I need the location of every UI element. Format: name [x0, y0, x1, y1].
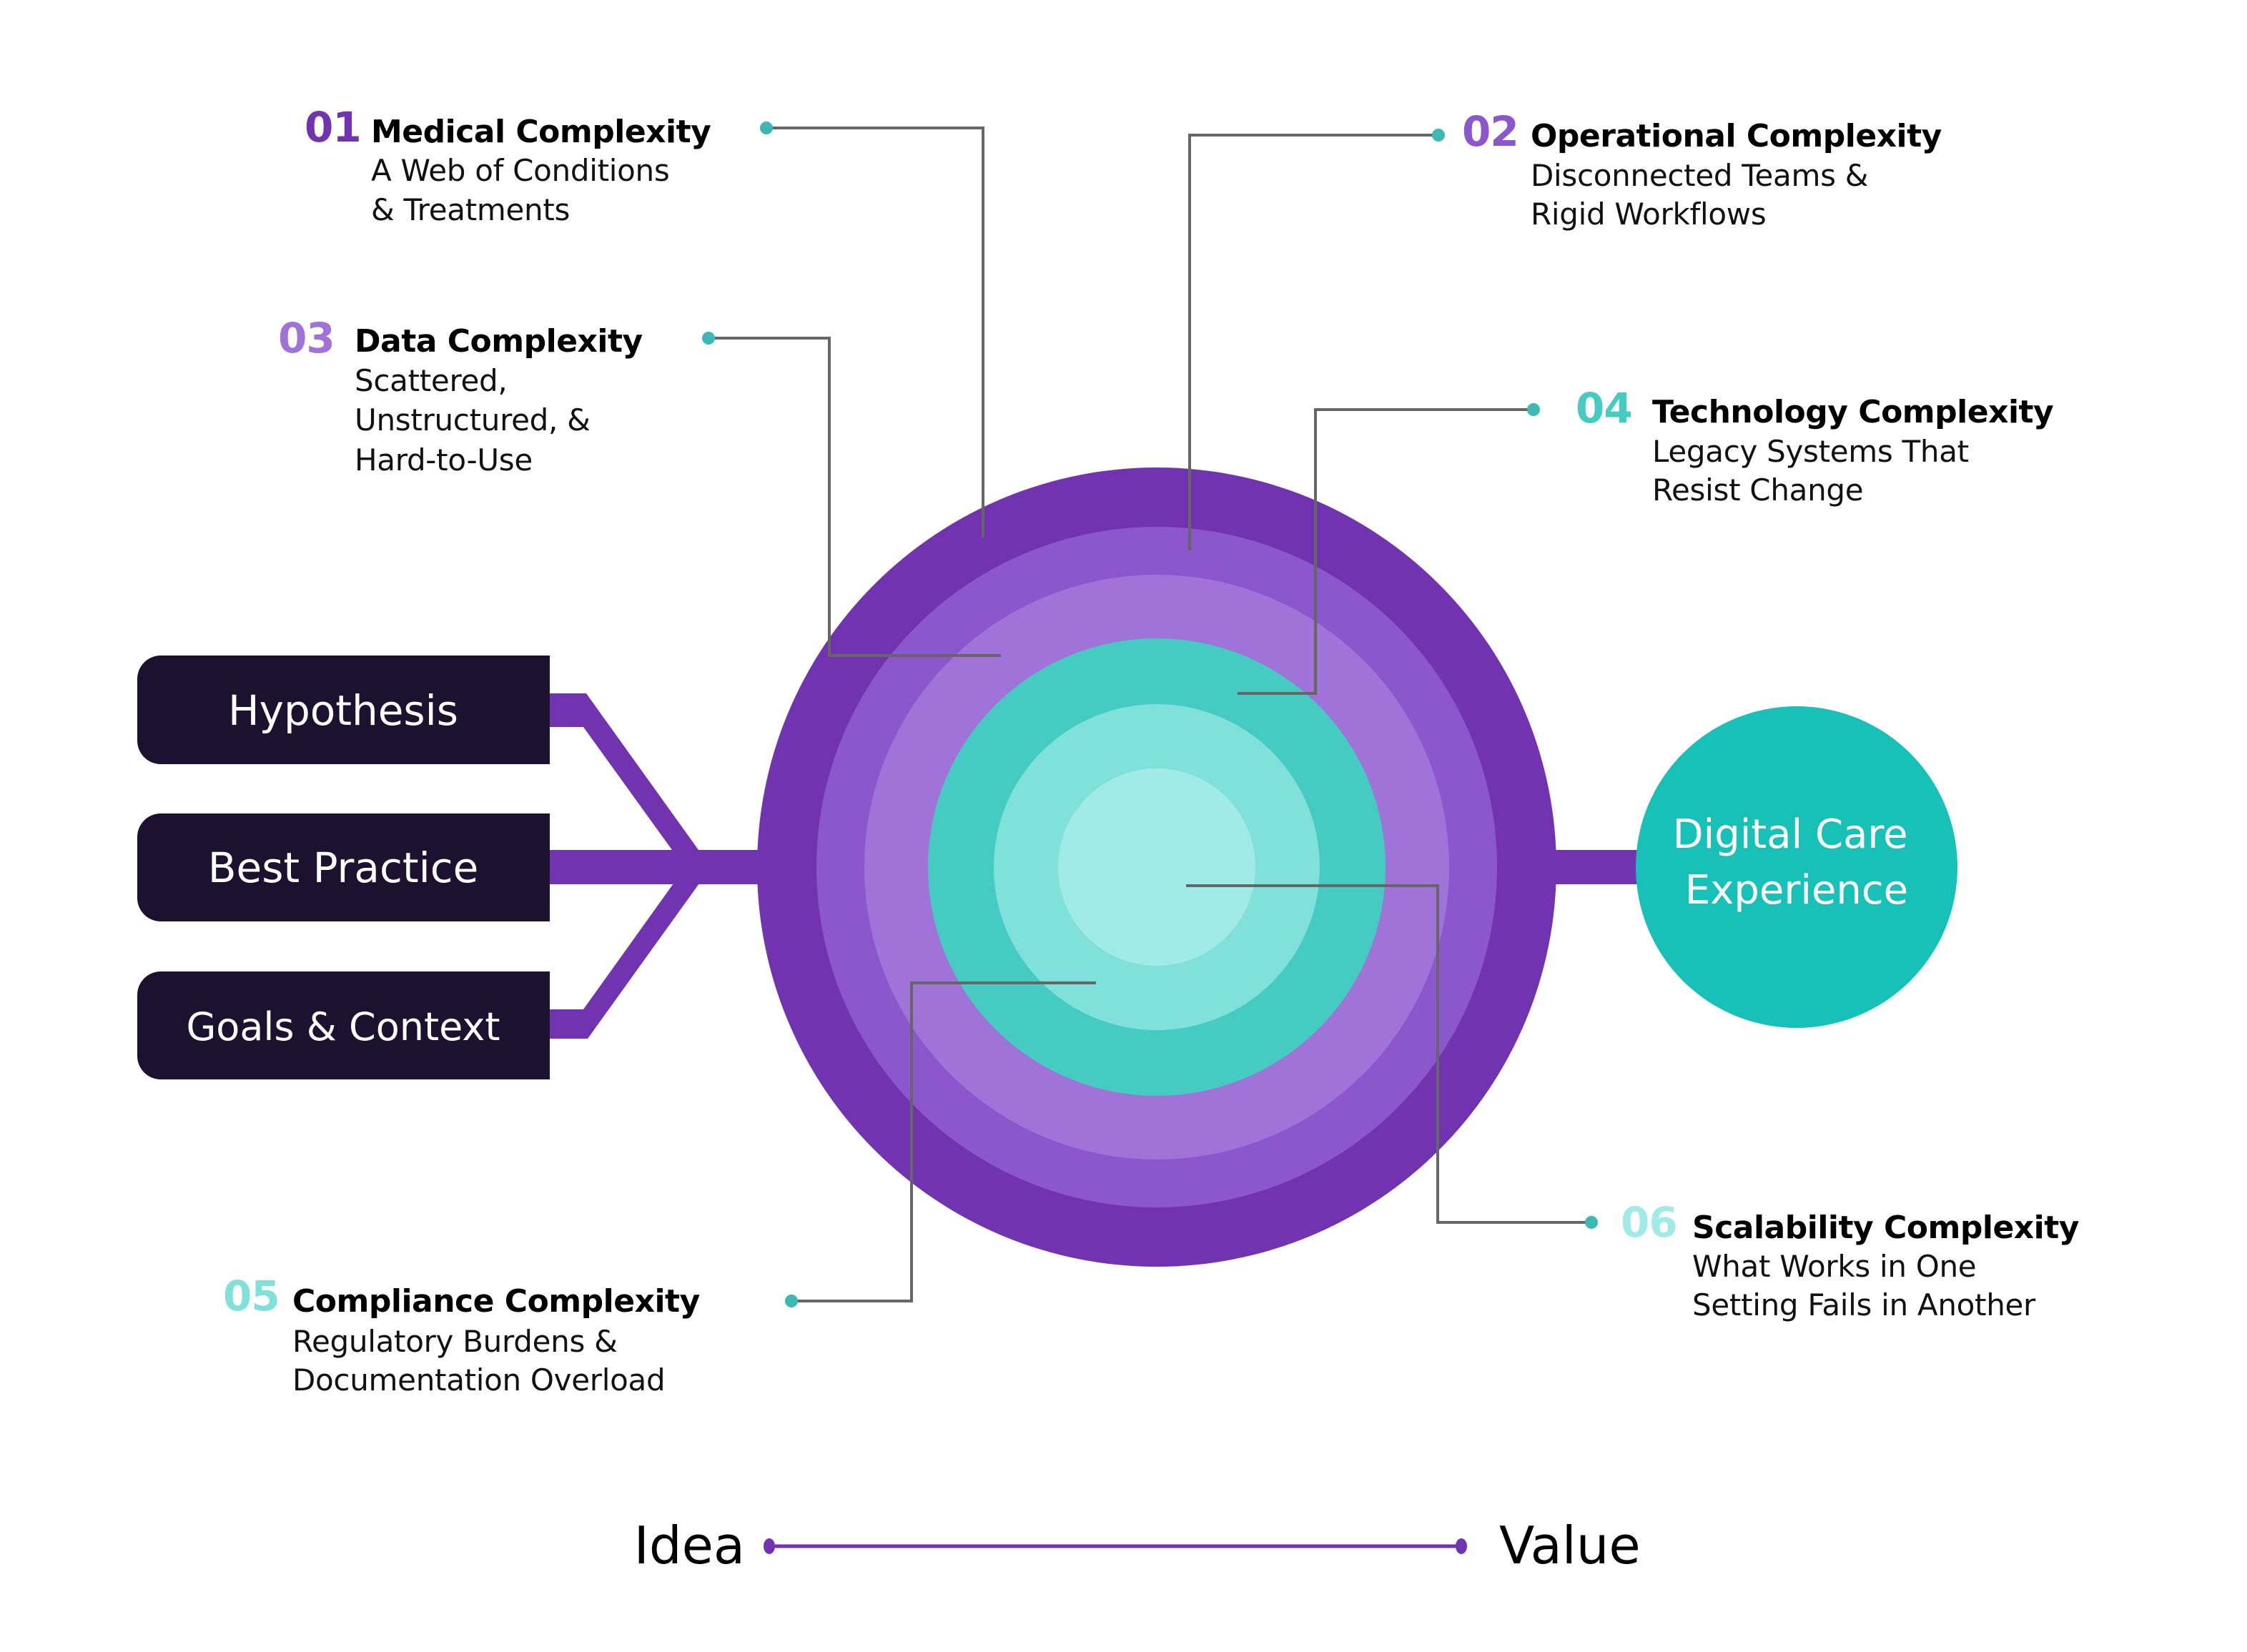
callout-technology-complexity: 04 Technology Complexity Legacy Systems … — [1576, 384, 2054, 508]
callout-title-03: Data Complexity — [355, 323, 643, 360]
callout-scalability-complexity: 06 Scalability Complexity What Works in … — [1621, 1198, 2079, 1322]
axis-start-dot — [764, 1538, 775, 1554]
callout-number-01: 01 — [305, 103, 361, 152]
idea-value-axis: Idea Value — [634, 1515, 1641, 1576]
connector-dot-03 — [702, 332, 715, 345]
callout-desc-02-line-1: Disconnected Teams & — [1531, 158, 1868, 193]
outcome-label-line-2: Experience — [1685, 867, 1908, 914]
outcome-node[interactable]: Digital Care Experience — [1636, 706, 1957, 1028]
callout-desc-03-line-2: Unstructured, & — [355, 402, 591, 437]
callout-desc-03-line-3: Hard-to-Use — [355, 442, 533, 478]
callout-data-complexity: 03 Data Complexity Scattered, Unstructur… — [278, 314, 643, 478]
input-label-goals-context: Goals & Context — [186, 1004, 500, 1049]
callout-desc-04-line-2: Resist Change — [1652, 473, 1863, 508]
input-box-best-practice[interactable]: Best Practice — [137, 813, 550, 921]
callout-compliance-complexity: 05 Compliance Complexity Regulatory Burd… — [223, 1272, 700, 1398]
callout-connectors — [702, 122, 1598, 1307]
ring-6 — [1058, 768, 1255, 966]
callout-title-02: Operational Complexity — [1531, 118, 1942, 154]
connector-06 — [1186, 884, 1591, 1224]
input-connector-bottom — [543, 884, 699, 1039]
outcome-circle[interactable] — [1636, 706, 1957, 1028]
callout-number-05: 05 — [223, 1272, 280, 1320]
connector-03 — [708, 337, 1001, 657]
callout-medical-complexity: 01 Medical Complexity A Web of Condition… — [305, 103, 711, 227]
input-label-hypothesis: Hypothesis — [228, 686, 458, 735]
callout-number-02: 02 — [1462, 107, 1518, 156]
callout-desc-06-line-2: Setting Fails in Another — [1692, 1287, 2036, 1322]
axis-start-label: Idea — [634, 1515, 745, 1576]
input-box-goals-context[interactable]: Goals & Context — [137, 971, 550, 1079]
connector-dot-05 — [785, 1295, 798, 1307]
callout-desc-04-line-1: Legacy Systems That — [1652, 434, 1969, 469]
callout-operational-complexity: 02 Operational Complexity Disconnected T… — [1462, 107, 1942, 232]
connector-dot-06 — [1585, 1216, 1598, 1229]
input-box-shape[interactable] — [137, 656, 550, 764]
callout-desc-04: Legacy Systems That Resist Change — [1652, 434, 1978, 508]
callout-desc-06-line-1: What Works in One — [1692, 1249, 1976, 1284]
connector-01 — [766, 127, 984, 538]
input-box-shape[interactable] — [137, 971, 550, 1079]
callout-title-05: Compliance Complexity — [292, 1283, 700, 1320]
callout-desc-01: A Web of Conditions & Treatments — [371, 153, 679, 227]
axis-end-label: Value — [1499, 1515, 1641, 1576]
callout-desc-05: Regulatory Burdens & Documentation Overl… — [292, 1324, 665, 1398]
connector-05 — [791, 981, 1096, 1302]
callout-title-04: Technology Complexity — [1652, 394, 2053, 430]
connector-dot-04 — [1527, 403, 1540, 416]
callout-number-04: 04 — [1576, 384, 1632, 432]
callout-desc-03: Scattered, Unstructured, & Hard-to-Use — [355, 363, 600, 478]
callout-desc-01-line-1: A Web of Conditions — [371, 153, 669, 188]
callout-desc-05-line-1: Regulatory Burdens & — [292, 1324, 618, 1359]
outcome-label: Digital Care Experience — [1673, 811, 1921, 914]
connector-dot-02 — [1432, 129, 1445, 142]
callout-desc-06: What Works in One Setting Fails in Anoth… — [1692, 1249, 2036, 1322]
axis-end-dot — [1456, 1538, 1467, 1554]
connector-dot-01 — [760, 122, 773, 134]
callout-desc-01-line-2: & Treatments — [371, 192, 570, 227]
callout-number-03: 03 — [278, 314, 335, 362]
outcome-label-line-1: Digital Care — [1673, 811, 1908, 858]
callout-title-06: Scalability Complexity — [1692, 1210, 2079, 1246]
input-box-shape[interactable] — [137, 813, 550, 921]
input-connector-top — [543, 693, 698, 850]
input-box-hypothesis[interactable]: Hypothesis — [137, 656, 550, 764]
callout-desc-05-line-2: Documentation Overload — [292, 1362, 665, 1398]
connector-04 — [1238, 408, 1534, 695]
callout-desc-03-line-1: Scattered, — [355, 363, 507, 398]
input-label-best-practice: Best Practice — [208, 844, 479, 892]
callout-title-01: Medical Complexity — [371, 114, 711, 150]
callout-desc-02-line-2: Rigid Workflows — [1531, 197, 1766, 232]
callout-number-06: 06 — [1621, 1198, 1677, 1247]
connector-02 — [1188, 134, 1438, 550]
callout-desc-02: Disconnected Teams & Rigid Workflows — [1531, 158, 1877, 232]
